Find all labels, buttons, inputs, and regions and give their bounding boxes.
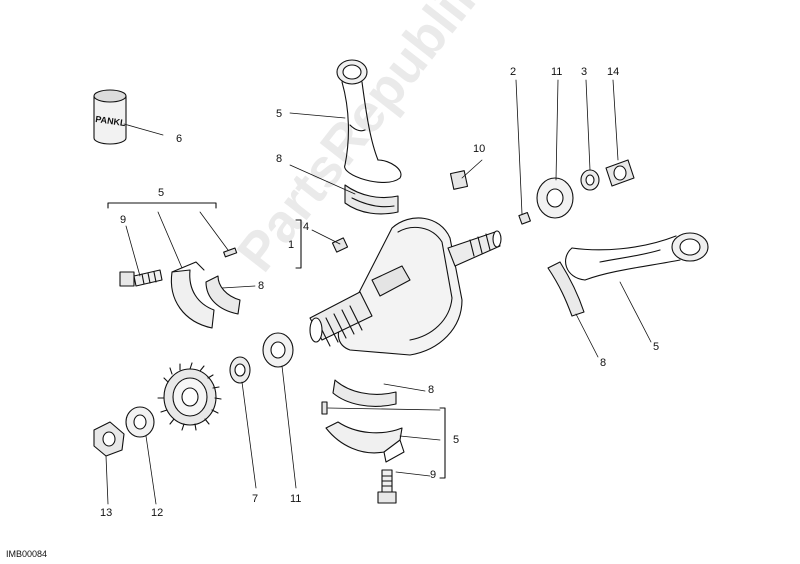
bracket-lines	[107, 202, 446, 479]
part-5-bottom-rod-cap	[325, 421, 405, 463]
timing-gear	[157, 362, 222, 431]
part-5-top-connecting-rod	[336, 59, 402, 183]
part-10-block	[449, 170, 469, 190]
callout-7: 7	[252, 493, 259, 505]
callout-2: 2	[510, 66, 517, 78]
callout-6: 6	[176, 133, 183, 145]
part-8-left-bearing-shell	[205, 275, 241, 315]
part-9-left-bolt	[119, 269, 163, 287]
callout-11-top: 11	[551, 66, 563, 78]
bottom-dowel-pin	[321, 401, 328, 415]
callout-8-right-shell: 8	[600, 357, 607, 369]
part-12-washer	[125, 406, 155, 438]
part-14-nut	[605, 159, 635, 187]
left-dowel-pin	[223, 247, 238, 258]
callout-9-bottom-bolt: 9	[430, 469, 437, 481]
callout-8-left-shell: 8	[258, 280, 265, 292]
part-11-bottom-washer	[262, 332, 294, 368]
part-8-bottom-bearing-shell	[332, 379, 397, 407]
callout-5-left-group: 5	[158, 187, 165, 199]
callout-5-top-rod: 5	[276, 108, 283, 120]
callout-1: 1	[288, 239, 295, 251]
callout-4: 4	[303, 221, 310, 233]
part-7-spacer	[229, 356, 251, 384]
crankshaft	[309, 217, 502, 356]
part-4-plug	[331, 237, 349, 253]
callout-11-bottom: 11	[290, 493, 302, 505]
part-8-top-bearing-shell	[344, 184, 399, 215]
part-9-bottom-bolt	[377, 469, 397, 504]
part-5-right-connecting-rod	[565, 232, 709, 281]
leader-lines	[105, 79, 652, 505]
part-6-brand: PANKL	[95, 114, 127, 128]
part-2-key	[518, 211, 531, 225]
part-6-container: PANKL	[93, 89, 127, 145]
part-8-right-bearing-shell	[547, 261, 585, 317]
callout-5-right-rod: 5	[653, 341, 660, 353]
part-3-spacer	[580, 169, 600, 191]
drawing-code: IMB00084	[6, 549, 48, 559]
callout-10: 10	[473, 143, 486, 155]
callout-3: 3	[581, 66, 588, 78]
callout-14: 14	[607, 66, 620, 78]
callout-8-top-shell: 8	[276, 153, 283, 165]
callout-5-bottom-group: 5	[453, 434, 460, 446]
callout-9-left-bolt: 9	[120, 214, 127, 226]
part-13-nut	[93, 421, 125, 457]
callout-12: 12	[151, 507, 164, 519]
callout-13: 13	[100, 507, 113, 519]
callout-8-bottom-shell: 8	[428, 384, 435, 396]
part-5-left-rod-cap	[170, 261, 215, 329]
part-11-top-washer	[536, 177, 574, 219]
